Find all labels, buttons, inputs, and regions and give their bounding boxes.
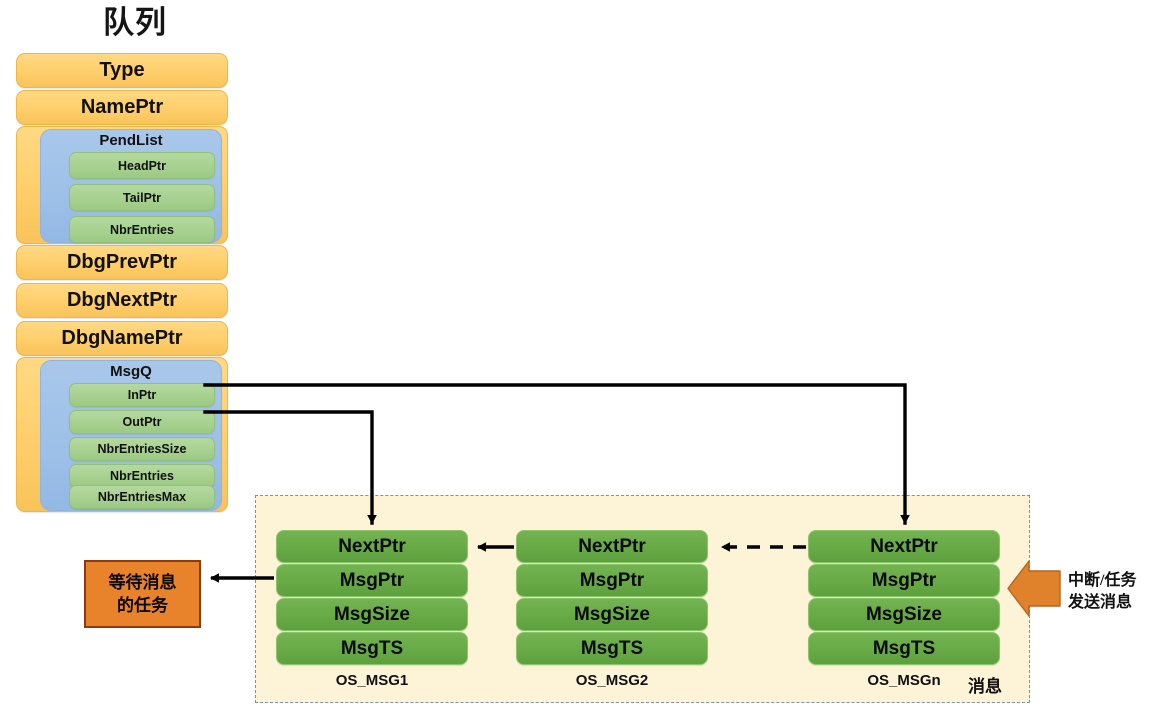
waiting-task-line1: 等待消息 (108, 573, 177, 592)
queue-field-msgq-wrapper: MsgQ InPtr OutPtr NbrEntriesSize NbrEntr… (16, 357, 228, 512)
queue-field-dbgnameptr: DbgNamePtr (16, 321, 228, 356)
os-msgn-field-msgsize: MsgSize (808, 598, 1000, 631)
msgq-field-nbrentriessize: NbrEntriesSize (69, 437, 215, 461)
msgq-field-inptr: InPtr (69, 383, 215, 407)
os-msg2-field-msgsize: MsgSize (516, 598, 708, 631)
msgq-field-nbrentries: NbrEntries (69, 464, 215, 488)
os-msg2-field-msgts: MsgTS (516, 632, 708, 665)
os-msg1-field-nextptr: NextPtr (276, 530, 468, 563)
waiting-task-line2: 的任务 (117, 596, 168, 615)
os-msgn-field-nextptr: NextPtr (808, 530, 1000, 563)
msgq-struct: MsgQ InPtr OutPtr NbrEntriesSize NbrEntr… (40, 360, 222, 511)
message-region-label: 消息 (968, 677, 1002, 696)
os-msgn-field-msgptr: MsgPtr (808, 564, 1000, 597)
waiting-task-box: 等待消息 的任务 (84, 560, 201, 628)
queue-field-dbgnextptr: DbgNextPtr (16, 283, 228, 318)
msgq-title: MsgQ (110, 363, 152, 380)
os-msg2-caption: OS_MSG2 (575, 672, 649, 689)
sender-note: 中断/任务 发送消息 (1068, 570, 1136, 614)
msgq-field-nbrentriesmax: NbrEntriesMax (69, 485, 215, 509)
pendlist-title: PendList (99, 132, 163, 149)
os-msg2-field-nextptr: NextPtr (516, 530, 708, 563)
sender-note-line2: 发送消息 (1068, 594, 1133, 611)
os-msg1-caption: OS_MSG1 (335, 672, 409, 689)
pendlist-field-tailptr: TailPtr (69, 184, 215, 211)
page-title: 队列 (103, 5, 167, 40)
queue-field-dbgprevptr: DbgPrevPtr (16, 245, 228, 280)
os-msg1-field-msgts: MsgTS (276, 632, 468, 665)
queue-field-pendlist-wrapper: PendList HeadPtr TailPtr NbrEntries (16, 126, 228, 244)
os-msgn-caption: OS_MSGn (867, 672, 941, 689)
os-msg1-field-msgptr: MsgPtr (276, 564, 468, 597)
msgq-field-outptr: OutPtr (69, 410, 215, 434)
queue-field-type: Type (16, 53, 228, 88)
pendlist-field-nbrentries: NbrEntries (69, 216, 215, 243)
os-msg2-field-msgptr: MsgPtr (516, 564, 708, 597)
os-msg1-field-msgsize: MsgSize (276, 598, 468, 631)
os-msgn-field-msgts: MsgTS (808, 632, 1000, 665)
sender-note-line1: 中断/任务 (1068, 572, 1137, 589)
queue-field-nameptr: NamePtr (16, 90, 228, 125)
pendlist-field-headptr: HeadPtr (69, 152, 215, 179)
pendlist-struct: PendList HeadPtr TailPtr NbrEntries (40, 129, 222, 243)
